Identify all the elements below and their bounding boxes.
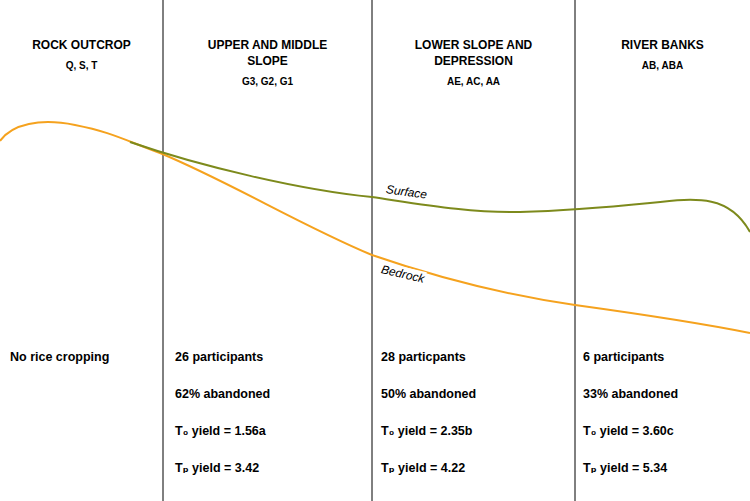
soil-codes: AB, ABA xyxy=(642,60,683,71)
zone-statistic: 50% abandoned xyxy=(381,386,476,402)
zone-statistic: Tₚ yield = 3.42 xyxy=(175,460,259,476)
zone-statistic: T₀ yield = 2.35b xyxy=(381,423,472,439)
surface-line xyxy=(130,142,750,232)
zone-statistic: T₀ yield = 3.60c xyxy=(583,423,674,439)
soil-codes: AE, AC, AA xyxy=(447,76,500,87)
zone-statistic: 6 participants xyxy=(583,349,664,365)
slope-column: RIVER BANKS AB, ABA 6 participants 33% aban… xyxy=(575,0,750,501)
zone-statistic: Tₚ yield = 5.34 xyxy=(583,460,667,476)
column-divider xyxy=(575,0,576,501)
zone-statistic: No rice cropping xyxy=(10,349,109,365)
zone-heading: LOWER SLOPE AND DEPRESSION xyxy=(399,37,549,69)
zone-statistic: 28 particpants xyxy=(381,349,466,365)
slope-column: LOWER SLOPE AND DEPRESSION AE, AC, AA 28 p… xyxy=(372,0,575,501)
soil-codes: Q, S, T xyxy=(66,60,98,71)
column-header: RIVER BANKS AB, ABA xyxy=(575,37,750,71)
column-divider xyxy=(372,0,373,501)
zone-statistic: 33% abandoned xyxy=(583,386,678,402)
zone-heading: RIVER BANKS xyxy=(621,37,704,53)
zone-statistic: 62% abandoned xyxy=(175,386,270,402)
zone-statistic: 26 participants xyxy=(175,349,263,365)
bedrock-label: Bedrock xyxy=(379,262,427,286)
zone-heading: ROCK OUTCROP xyxy=(32,37,131,53)
column-header: UPPER AND MIDDLE SLOPE G3, G2, G1 xyxy=(163,37,372,87)
slope-column: UPPER AND MIDDLE SLOPE G3, G2, G1 26 parti… xyxy=(163,0,372,501)
bedrock-line xyxy=(0,122,750,333)
column-header: ROCK OUTCROP Q, S, T xyxy=(0,37,163,71)
zone-heading: UPPER AND MIDDLE SLOPE xyxy=(193,37,343,69)
column-divider xyxy=(163,0,164,501)
zone-statistic: T₀ yield = 1.56a xyxy=(175,423,266,439)
soil-codes: G3, G2, G1 xyxy=(242,76,293,87)
column-header: LOWER SLOPE AND DEPRESSION AE, AC, AA xyxy=(372,37,575,87)
surface-label: Surface xyxy=(384,182,429,202)
zone-statistic: Tₚ yield = 4.22 xyxy=(381,460,465,476)
slope-column: ROCK OUTCROP Q, S, T No rice cropping xyxy=(0,0,163,501)
